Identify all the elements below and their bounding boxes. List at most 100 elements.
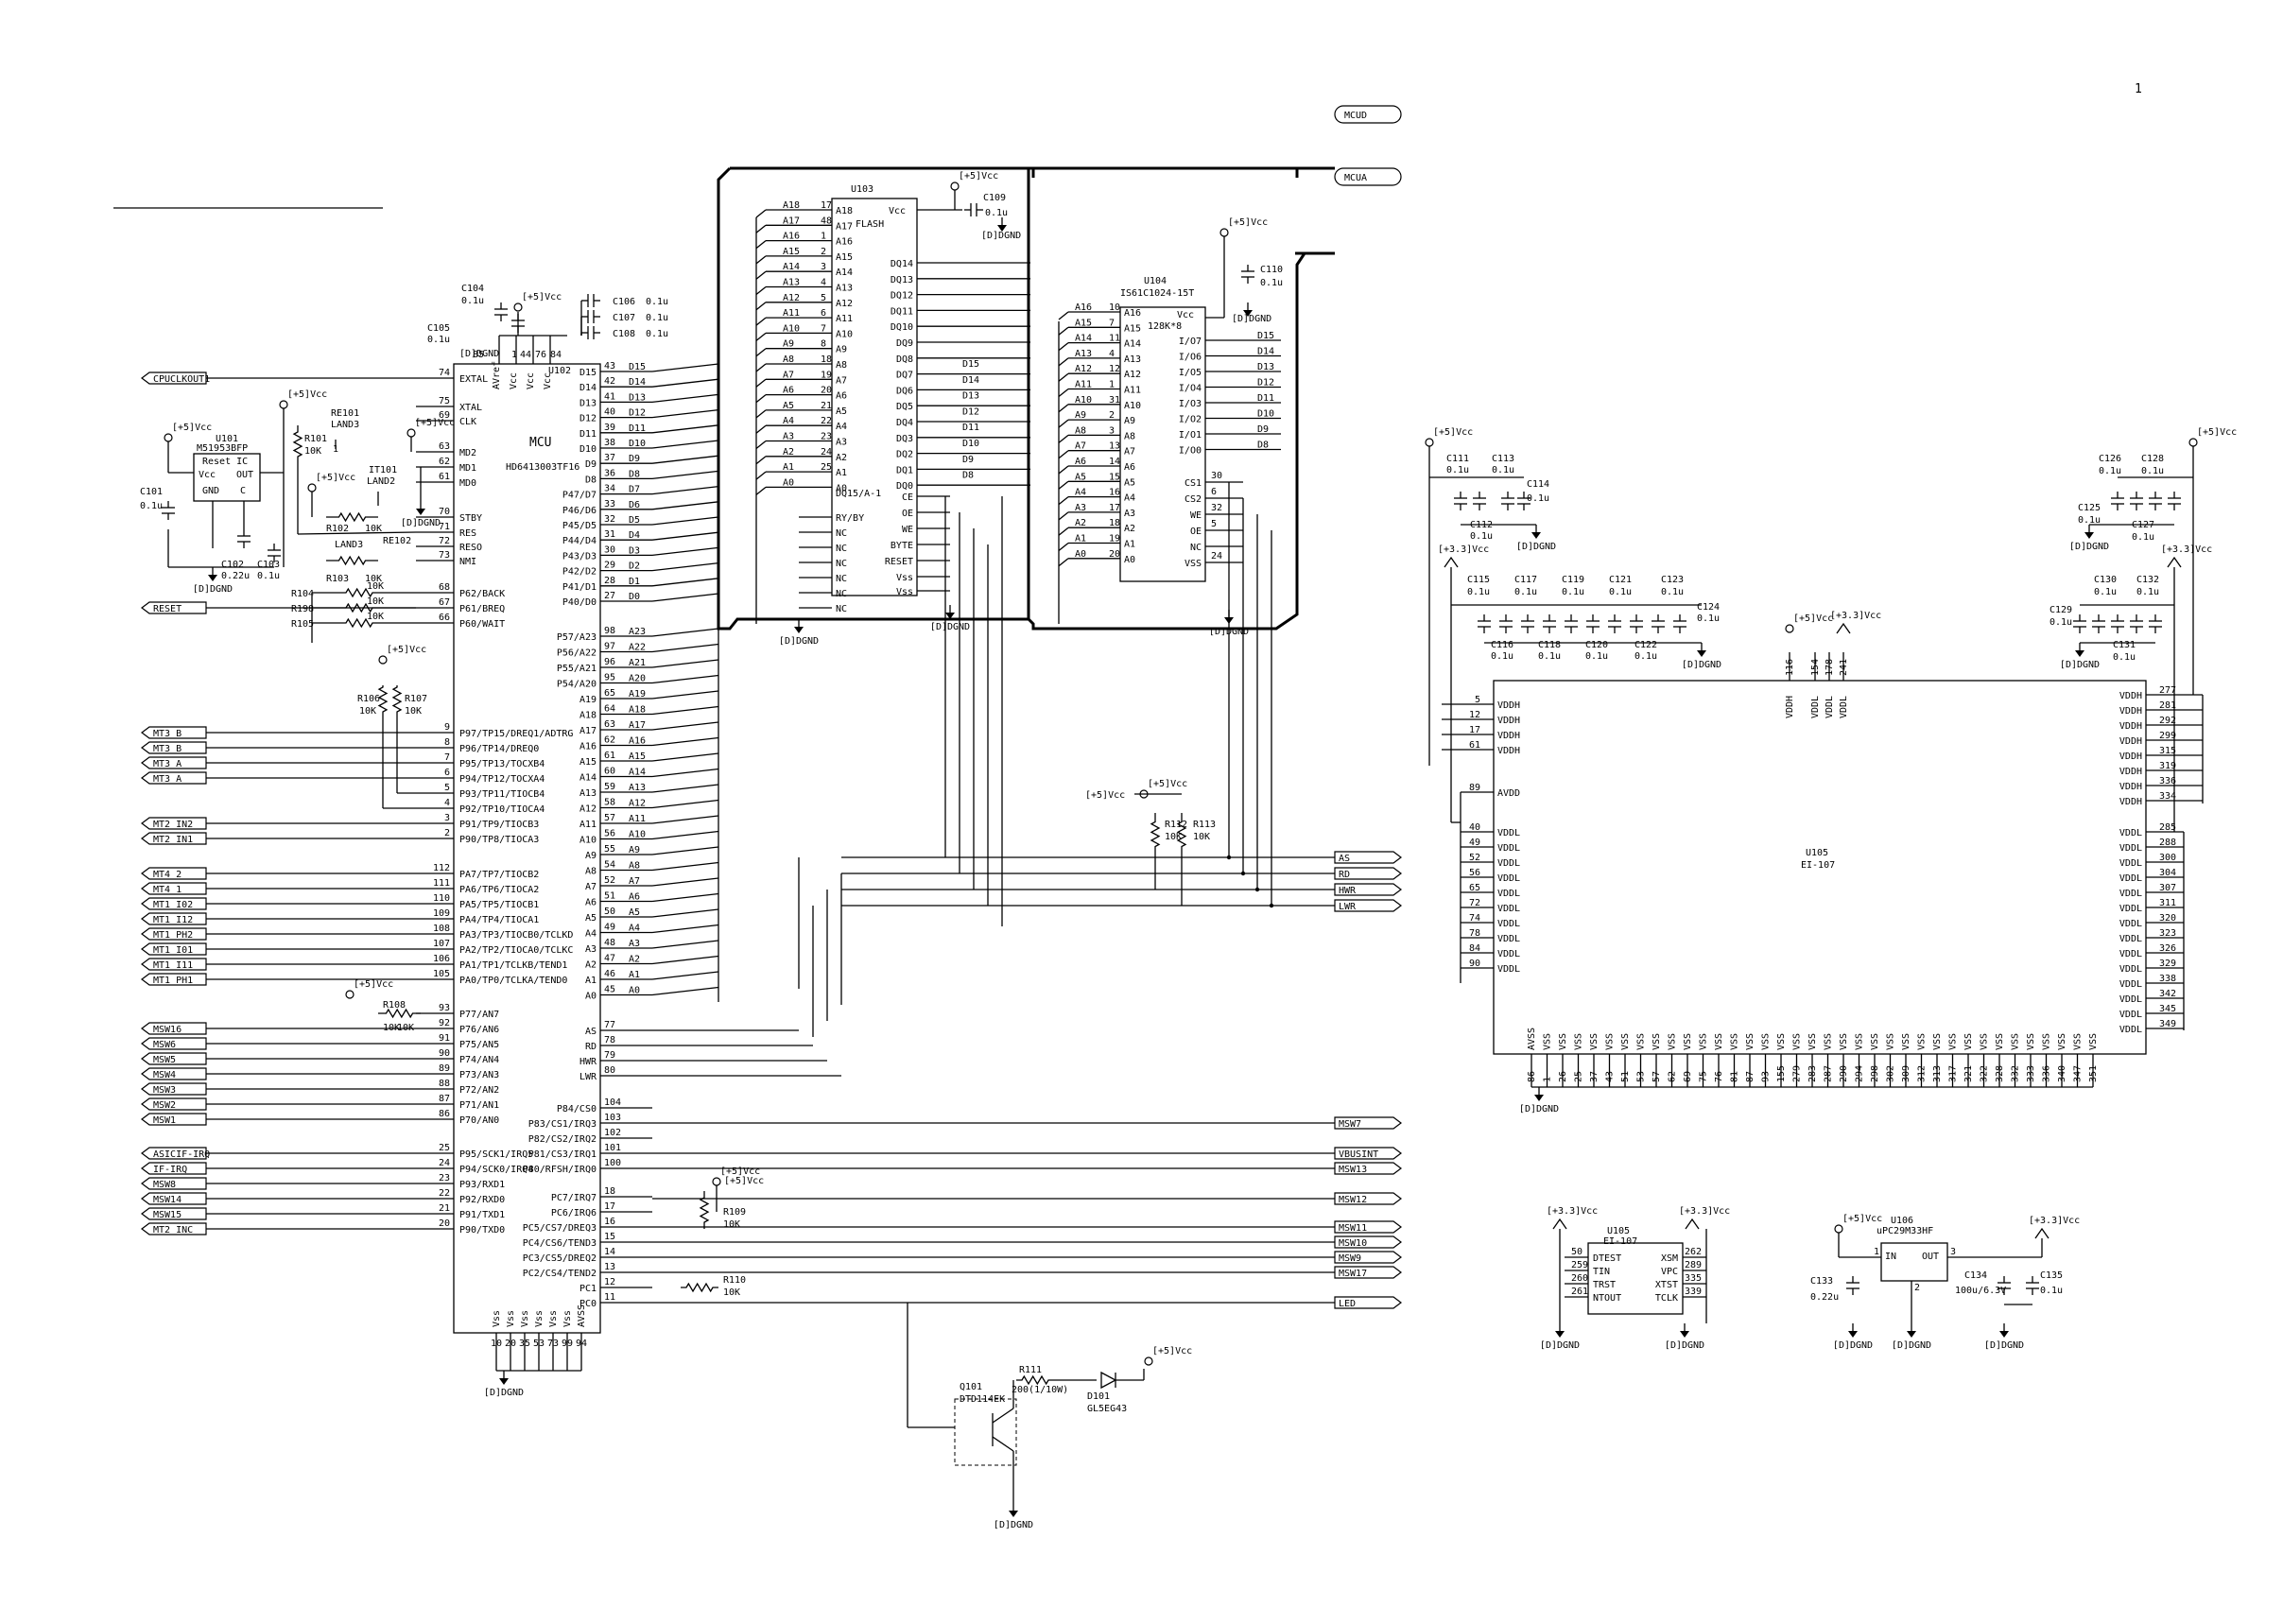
bus-tap	[755, 409, 767, 419]
asic-pin: VSS	[1855, 1033, 1865, 1050]
pin-num: 61	[1469, 740, 1480, 751]
cap-ref: C128	[2141, 454, 2164, 464]
bus-tap	[651, 561, 719, 572]
mcu-net-label: A5	[629, 907, 640, 918]
vcc-label: [+5]Vcc	[1793, 613, 1833, 624]
cap-val: 0.1u	[1491, 651, 1513, 662]
mcu-pin-signal: P90/TXD0	[459, 1225, 505, 1235]
resistor	[336, 602, 383, 613]
mcu-pin-signal: AS	[585, 1027, 597, 1037]
bus-tap	[755, 285, 767, 296]
flash-pin-name: DQ4	[896, 418, 913, 428]
port-left-label: MT2_IN2	[153, 820, 193, 830]
sram-pin-name: I/O0	[1179, 446, 1202, 457]
mcu-pin-signal: MD0	[459, 478, 476, 489]
res-ref: R113	[1193, 820, 1216, 830]
ground-label: [D]DGND	[1892, 1340, 1931, 1351]
asic-pin: VDDH	[2119, 782, 2142, 792]
pin-num: 349	[2159, 1019, 2176, 1029]
mcu-pin-signal: P47/D7	[562, 491, 597, 501]
pin-num: 1	[1874, 1247, 1879, 1257]
reg-pin: IN	[1885, 1252, 1896, 1262]
pin-num: 15	[1109, 472, 1120, 482]
asic-pin: VSS	[2073, 1033, 2084, 1050]
bus-tap	[1058, 542, 1069, 552]
port-right-label: MSW12	[1339, 1195, 1367, 1205]
port-left-label: MT1_PH2	[153, 930, 193, 941]
pin-num: 5	[821, 293, 826, 303]
flash-net: A2	[783, 447, 794, 458]
ei107-pin: XSM	[1661, 1253, 1678, 1264]
pin-num: 347	[2073, 1065, 2084, 1082]
ground-symbol	[794, 627, 804, 633]
port-left-label: MT3_B	[153, 729, 182, 739]
ground-symbol	[499, 1378, 509, 1385]
reset-pin: Vcc	[199, 470, 216, 480]
sram-pin-name: I/O5	[1179, 368, 1202, 378]
asic-pin: VSS	[1714, 1033, 1724, 1050]
pin-num: 5	[1475, 695, 1480, 705]
cap-val: 0.1u	[1470, 531, 1493, 542]
mcu-net-label: D0	[629, 592, 640, 602]
sram-pin-name: I/O1	[1179, 430, 1202, 441]
bus-tap	[651, 955, 719, 965]
mcu-pin-number: 56	[604, 829, 615, 839]
tr-ref: Q101	[960, 1382, 982, 1392]
sram-net: A7	[1075, 441, 1086, 452]
flash-pin-name: NC	[836, 559, 847, 569]
mcu-net-label: D10	[629, 439, 646, 449]
cap-val: 0.1u	[2040, 1286, 2063, 1296]
mcu-vcc-pin: Vcc	[509, 372, 519, 389]
sram-net: D8	[1257, 441, 1269, 451]
pin-num: 326	[2159, 943, 2176, 954]
cap-ref: C121	[1609, 575, 1632, 585]
port-right	[1334, 1235, 1402, 1249]
mcu-pin-signal: P94/TP12/TOCXA4	[459, 774, 545, 785]
flash-pin-name: NC	[836, 574, 847, 584]
port-left-label: IF-IRQ	[153, 1165, 187, 1175]
mcu-pin-number: 63	[604, 719, 615, 730]
res-val: 10K	[367, 612, 384, 622]
port-right	[1334, 1266, 1402, 1279]
port-left-label: MT1_I11	[153, 960, 193, 971]
flash-net: A1	[783, 462, 794, 473]
cap-val: 0.1u	[2099, 466, 2121, 476]
vcc33-label: [+3.3]Vcc	[1679, 1206, 1730, 1217]
asic-pin: VSS	[1776, 1033, 1787, 1050]
mcu-pin-signal: P92/RXD0	[459, 1195, 505, 1205]
ground-label: [D]DGND	[1984, 1340, 2024, 1351]
cap-ref: C113	[1492, 454, 1514, 464]
asic-pin: VSS	[1839, 1033, 1849, 1050]
asic-pin: AVDD	[1497, 788, 1520, 799]
mcu-pin-number: 5	[444, 783, 450, 793]
mcu-pin-signal: P91/TXD1	[459, 1210, 505, 1220]
pin-num: 155	[1776, 1065, 1787, 1082]
res-val: 10K	[383, 1023, 400, 1033]
asic-pin: VDDL	[1497, 964, 1520, 975]
mcu-pin-signal: PC0	[579, 1299, 597, 1309]
mcu-pin-signal: A12	[579, 804, 597, 815]
cap-val: 0.1u	[646, 329, 668, 339]
port-left-label: MT3_B	[153, 744, 182, 754]
jumper-val: LAND3	[331, 420, 359, 430]
pin-num: 261	[1571, 1287, 1588, 1297]
port-right	[1334, 1220, 1402, 1234]
pin-num: 52	[1469, 853, 1480, 863]
mcu-pin-signal: D14	[579, 383, 597, 393]
mcu-net-label: A8	[629, 861, 640, 872]
cap-val: 0.1u	[2113, 652, 2136, 663]
mcu-net-label: A23	[629, 627, 646, 637]
mcu-vss-pin: AVSS	[577, 1304, 587, 1327]
resistor	[699, 1191, 710, 1229]
asic-pin: VSS	[1745, 1033, 1755, 1050]
transistor-package	[954, 1398, 1017, 1466]
flash-pin-name: A2	[836, 453, 847, 463]
flash-pin-name: NC	[836, 604, 847, 614]
ground-symbol	[2084, 532, 2094, 539]
mcu-pin-number: 57	[604, 813, 615, 823]
ei107-pin: VPC	[1661, 1267, 1678, 1277]
mcu-pin-number: 24	[439, 1158, 450, 1168]
ground-label: [D]DGND	[401, 518, 441, 528]
res-ref: R110	[723, 1275, 746, 1286]
ground-label: [D]DGND	[1665, 1340, 1704, 1351]
